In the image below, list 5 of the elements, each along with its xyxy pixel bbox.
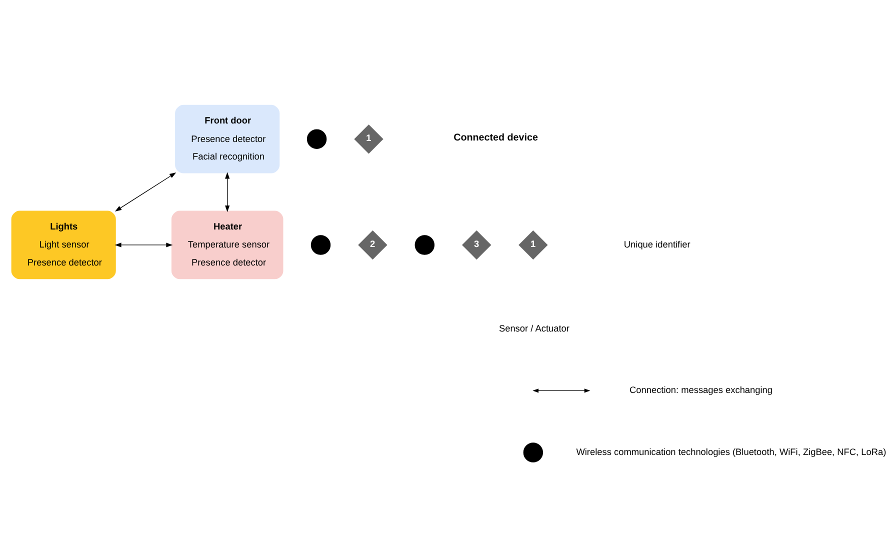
label: Sensor / Actuator xyxy=(498,323,569,334)
label: Connected device xyxy=(453,132,538,144)
legend-label: Connection: messages exchanging xyxy=(629,385,772,396)
legend-label: Unique identifier xyxy=(623,239,690,250)
legend-label: Wireless communication technologies (Bluetooth, WiFi, ZigBee, NFC, LoRa) xyxy=(576,446,886,457)
